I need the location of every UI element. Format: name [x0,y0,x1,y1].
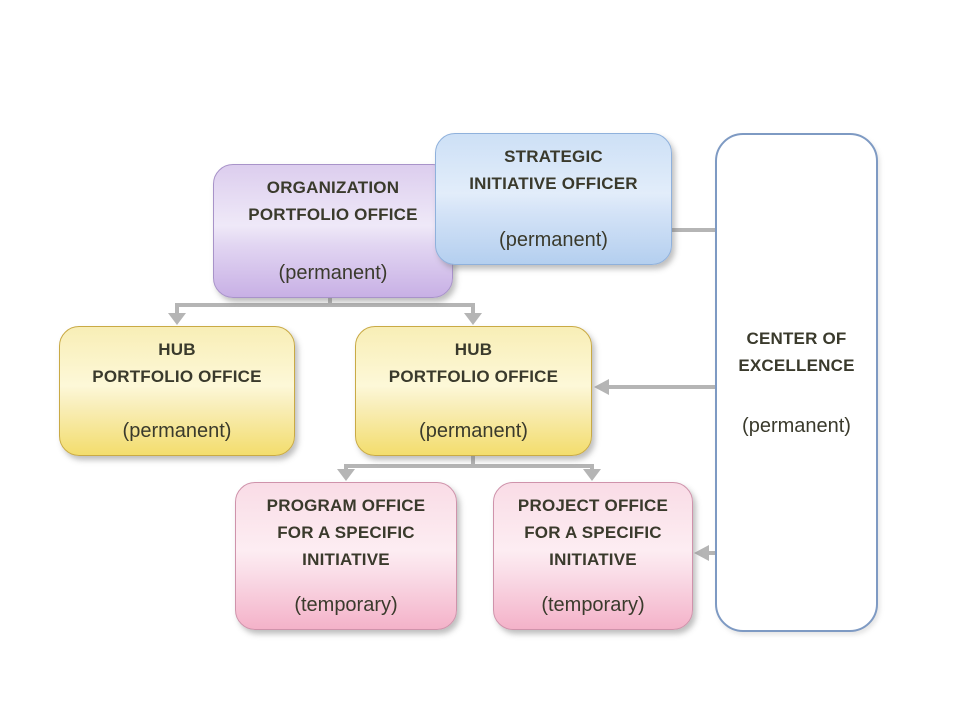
node-hub-portfolio-office-center: HUB PORTFOLIO OFFICE (permanent) [355,326,592,456]
node-title-line: CENTER OF [746,328,847,348]
node-status: (permanent) [742,414,851,437]
node-title-line: PROGRAM OFFICE [266,496,426,515]
node-title-line: EXCELLENCE [738,355,855,375]
node-program-office: PROGRAM OFFICE FOR A SPECIFIC INITIATIVE… [235,482,457,630]
node-title-line: INITIATIVE OFFICER [469,174,638,193]
node-title-line: PORTFOLIO OFFICE [388,367,559,386]
node-status: (temporary) [541,594,645,616]
node-title-line: PORTFOLIO OFFICE [92,367,262,386]
node-title: STRATEGIC INITIATIVE OFFICER [469,143,638,197]
node-status: (permanent) [499,229,608,251]
node-title-line: PROJECT OFFICE [517,496,669,515]
connector-org-to-hubs [175,297,475,314]
arrowhead-down-icon [464,313,482,325]
arrowhead-down-icon [583,469,601,481]
node-title-line: STRATEGIC [504,147,603,166]
node-project-office: PROJECT OFFICE FOR A SPECIFIC INITIATIVE… [493,482,693,630]
arrowhead-left-icon [694,545,709,561]
node-status: (permanent) [419,420,528,442]
node-status: (permanent) [278,262,388,284]
node-title-line: FOR A SPECIFIC [524,523,662,542]
arrowhead-left-icon [594,379,609,395]
arrowhead-down-icon [337,469,355,481]
node-title: HUB PORTFOLIO OFFICE [389,336,558,390]
node-hub-portfolio-office-left: HUB PORTFOLIO OFFICE (permanent) [59,326,295,456]
node-title: ORGANIZATION PORTFOLIO OFFICE [248,174,417,228]
node-title-line: FOR A SPECIFIC [277,523,415,542]
node-status: (temporary) [294,594,398,616]
node-title-line: ORGANIZATION [266,178,400,197]
node-title-line: INITIATIVE [549,550,637,569]
node-title: PROJECT OFFICE FOR A SPECIFIC INITIATIVE [518,492,668,573]
node-title: PROGRAM OFFICE FOR A SPECIFIC INITIATIVE [267,492,426,573]
node-title-line: HUB [158,340,196,359]
node-status: (permanent) [122,420,232,442]
node-center-of-excellence: CENTER OF EXCELLENCE (permanent) [715,133,878,632]
node-title-line: PORTFOLIO OFFICE [248,205,418,224]
node-title: CENTER OF EXCELLENCE [738,325,854,379]
node-strategic-initiative-officer: STRATEGIC INITIATIVE OFFICER (permanent) [435,133,672,265]
node-title: HUB PORTFOLIO OFFICE [92,336,261,390]
connector-hub-to-offices [344,456,594,470]
node-title-line: INITIATIVE [302,550,390,569]
node-title-line: HUB [454,340,493,359]
arrowhead-down-icon [168,313,186,325]
node-organization-portfolio-office: ORGANIZATION PORTFOLIO OFFICE (permanent… [213,164,453,298]
